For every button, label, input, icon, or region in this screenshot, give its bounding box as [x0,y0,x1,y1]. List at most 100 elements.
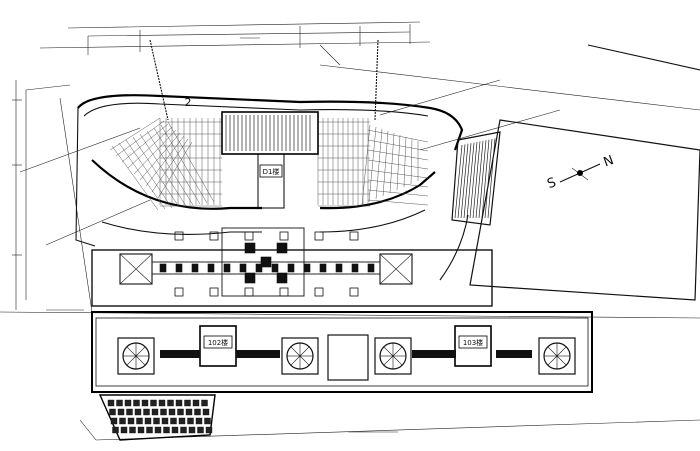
column-base [209,287,219,297]
grid-line [115,120,165,157]
upper-building-outline [75,94,469,281]
seat [163,426,170,434]
seat [154,426,162,434]
grid-line [367,189,429,197]
top-dimension-lines [39,21,431,55]
seat [171,426,179,434]
grid-line [382,130,389,197]
grid-line [151,138,189,193]
roundel-spoke [392,346,403,357]
seat [126,408,133,416]
annex-hatch [463,143,472,219]
floor-medallion [276,242,288,254]
floor-tile [319,263,327,273]
block-number: 2 [185,96,192,109]
roundel-spoke [290,355,301,366]
floor-tile [159,263,167,273]
seat [201,399,208,407]
grid-line [389,132,395,194]
seat [168,408,176,416]
floor-tile [255,263,263,273]
seat [117,408,125,416]
annex-hatch [481,139,490,219]
grid-line [146,130,194,206]
grid-line [396,134,401,191]
roundel-spoke [290,346,301,357]
roundel-spoke [126,355,137,366]
seat [161,417,169,425]
floor-tile [271,263,279,273]
floor-tile [351,263,359,273]
floor-tile [175,263,183,273]
seat [195,417,203,425]
site-boundary [0,44,700,441]
roundel-frame [538,337,576,375]
center-grid [159,118,370,207]
roundel-spoke [547,346,558,357]
seat [133,399,140,407]
seat [175,399,183,407]
lower-building: 102楼 103楼 [91,311,593,393]
seat [158,399,166,407]
grid-line [361,124,371,206]
core-label-center: D1楼 [263,167,280,176]
seat [170,417,177,425]
roundel-spoke [556,346,567,357]
seat [194,408,201,416]
grid-line [127,126,173,169]
seat [184,399,191,407]
floor-medallion [276,272,288,284]
annex-hatch [460,143,469,219]
grid-line [367,139,429,152]
roundel-spoke [126,346,137,357]
seat [107,399,115,407]
middle-corridor [91,227,493,307]
roundel-spoke [135,346,146,357]
seat [144,417,152,425]
grid-line [375,128,383,200]
seat [120,426,128,434]
south-label: S [545,175,558,192]
seat [129,426,136,434]
seat [137,426,145,434]
seat [205,426,213,434]
seat [160,408,167,416]
floor-medallion [244,272,256,284]
core-label-right: 103楼 [463,338,483,347]
column-base [174,287,184,297]
annex-hatch [487,138,496,219]
central-stair-block: D1楼 [221,111,319,209]
core-label-left: 102楼 [208,338,228,347]
column-base [349,231,359,241]
roundel-spoke [556,355,567,366]
roundel-spoke [299,346,310,357]
seat [136,417,143,425]
column-base [244,231,254,241]
annex-hatch [454,144,463,219]
seat [187,417,194,425]
roundel-frame [281,337,319,375]
column-base [279,287,289,297]
seat [127,417,135,425]
floor-tile [367,263,375,273]
column-base [209,231,219,241]
column-base [349,287,359,297]
seat [178,417,186,425]
annex-hatch [466,142,475,219]
annex-hatch [478,140,487,219]
seat [110,417,118,425]
dimension-ticks [46,37,398,433]
right-wing-grid [361,124,429,206]
annex-hatch [484,138,493,219]
seat [197,426,204,434]
grid-line [410,138,413,185]
floor-tile [335,263,343,273]
roundel-frame [374,337,412,375]
floor-tile [287,263,295,273]
grid-line [111,145,159,211]
seat [192,399,200,407]
seat [185,408,193,416]
annex-hatch [457,144,466,219]
grid-line [121,123,169,163]
